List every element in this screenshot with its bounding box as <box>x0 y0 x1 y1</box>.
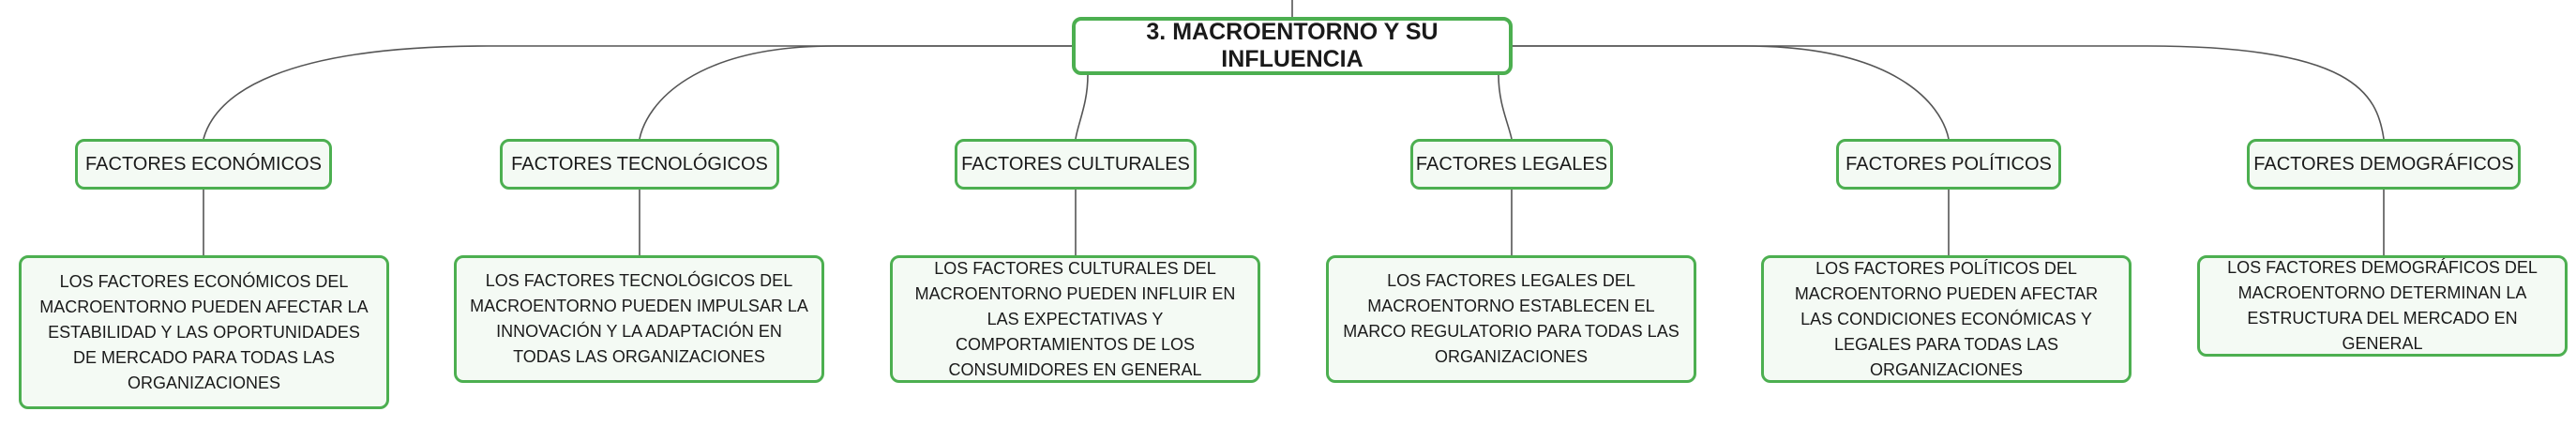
link-root-culturales <box>1075 74 1089 140</box>
description-culturales[interactable]: LOS FACTORES CULTURALES DEL MACROENTORNO… <box>890 255 1260 383</box>
category-demograficos[interactable]: FACTORES DEMOGRÁFICOS <box>2247 139 2521 190</box>
description-economicos[interactable]: LOS FACTORES ECONÓMICOS DEL MACROENTORNO… <box>19 255 389 409</box>
link-root-demograficos <box>1513 45 2385 140</box>
description-legales[interactable]: LOS FACTORES LEGALES DEL MACROENTORNO ES… <box>1326 255 1696 383</box>
category-politicos[interactable]: FACTORES POLÍTICOS <box>1836 139 2061 190</box>
root-node[interactable]: 3. MACROENTORNO Y SU INFLUENCIA <box>1072 17 1513 75</box>
link-root-tecnologicos <box>639 45 1072 140</box>
description-politicos[interactable]: LOS FACTORES POLÍTICOS DEL MACROENTORNO … <box>1761 255 2132 383</box>
category-legales[interactable]: FACTORES LEGALES <box>1410 139 1613 190</box>
description-tecnologicos[interactable]: LOS FACTORES TECNOLÓGICOS DEL MACROENTOR… <box>454 255 824 383</box>
link-root-politicos <box>1513 45 1950 140</box>
link-root-economicos <box>203 45 1072 140</box>
category-tecnologicos[interactable]: FACTORES TECNOLÓGICOS <box>500 139 779 190</box>
category-economicos[interactable]: FACTORES ECONÓMICOS <box>75 139 332 190</box>
description-demograficos[interactable]: LOS FACTORES DEMOGRÁFICOS DEL MACROENTOR… <box>2197 255 2568 357</box>
link-root-legales <box>1498 74 1513 140</box>
category-culturales[interactable]: FACTORES CULTURALES <box>955 139 1197 190</box>
